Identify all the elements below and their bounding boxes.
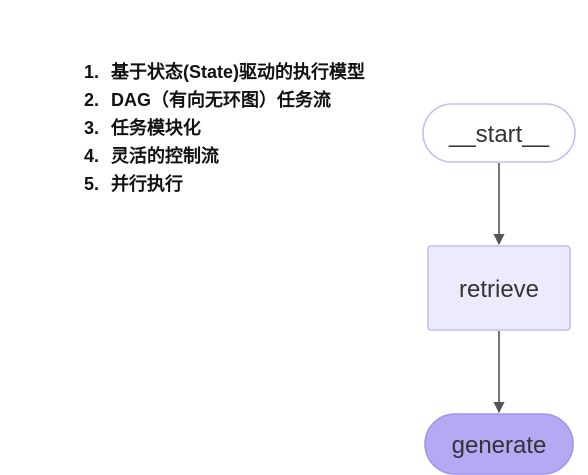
- feature-item: 3. 任务模块化: [84, 114, 365, 142]
- feature-item: 1. 基于状态(State)驱动的执行模型: [84, 58, 365, 86]
- feature-item: 5. 并行执行: [84, 170, 365, 198]
- feature-item: 2. DAG（有向无环图）任务流: [84, 86, 365, 114]
- graph-node-start-label: __start__: [448, 121, 550, 148]
- feature-text: 并行执行: [111, 174, 183, 194]
- feature-text: 基于状态(State)驱动的执行模型: [111, 62, 366, 82]
- graph-node-generate-label: generate: [452, 432, 547, 459]
- feature-text: DAG（有向无环图）任务流: [111, 90, 331, 110]
- feature-number: 2.: [84, 90, 100, 110]
- feature-text: 任务模块化: [111, 118, 201, 138]
- feature-text: 灵活的控制流: [111, 146, 219, 166]
- graph-node-generate[interactable]: generate: [424, 413, 574, 475]
- feature-number: 1.: [84, 62, 100, 82]
- feature-list: 1. 基于状态(State)驱动的执行模型 2. DAG（有向无环图）任务流 3…: [84, 58, 365, 198]
- graph-node-retrieve[interactable]: retrieve: [427, 245, 571, 331]
- graph-node-retrieve-label: retrieve: [459, 276, 539, 303]
- graph-node-start[interactable]: __start__: [422, 103, 576, 163]
- feature-number: 4.: [84, 146, 100, 166]
- feature-item: 4. 灵活的控制流: [84, 142, 365, 170]
- feature-number: 3.: [84, 118, 100, 138]
- feature-number: 5.: [84, 174, 100, 194]
